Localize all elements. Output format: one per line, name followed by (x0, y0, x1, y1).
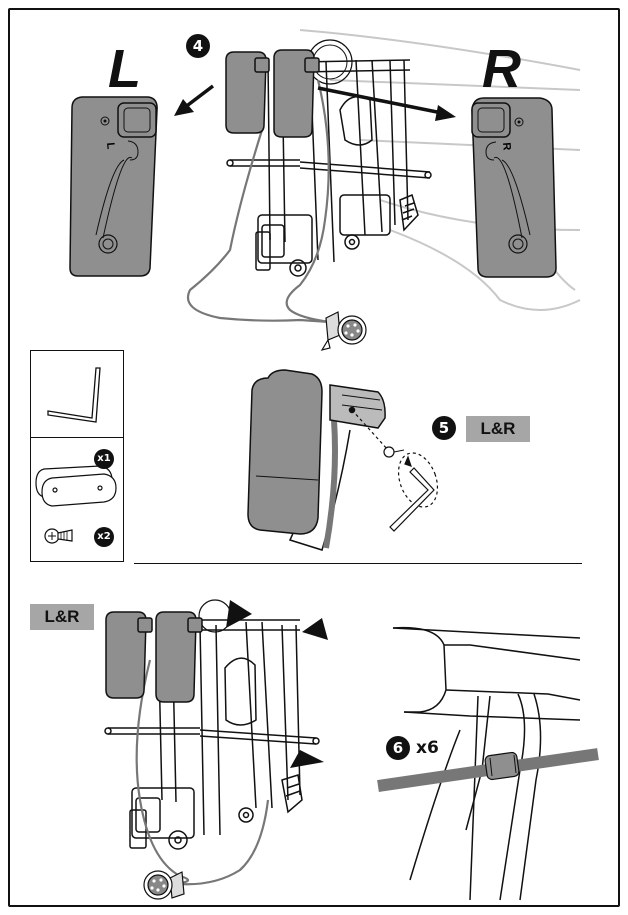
carrier-covers-bottom (105, 611, 203, 703)
right-side-cover (471, 97, 557, 278)
section-divider (134, 563, 582, 564)
cable-clip (484, 751, 520, 781)
cable-bottom-left (135, 659, 190, 886)
right-side-label: R (482, 39, 521, 99)
qty-screws: x2 (94, 527, 114, 547)
left-side-cover (69, 96, 158, 277)
right-part-mark: R (500, 142, 513, 151)
step-4-badge: 4 (186, 34, 210, 58)
qty-cover-plates: x1 (94, 449, 114, 469)
electrical-plug-bottom (143, 870, 185, 900)
cable-right (285, 79, 331, 324)
left-side-label: L (108, 39, 141, 99)
step-6-badge: 6 (386, 736, 410, 760)
parts-kit-box (30, 350, 124, 562)
cover-plates-icon (35, 465, 117, 507)
cable-left (187, 129, 331, 324)
arrow-indicators-bottom (226, 600, 328, 768)
arrow-to-right-cover (317, 86, 456, 121)
cover-closeup (247, 369, 386, 551)
kit-divider (31, 437, 123, 438)
arrow-to-left-cover (174, 84, 215, 116)
screw-icon (44, 528, 73, 544)
cable-bottom-right (179, 799, 270, 886)
left-part-mark: L (104, 142, 117, 150)
step-6-quantity: x6 (416, 738, 439, 758)
electrical-plug-top (320, 311, 367, 351)
screw-insert-detail (351, 409, 439, 532)
hex-key-icon (47, 367, 101, 423)
bottom-step-tag: L&R (30, 604, 94, 630)
carrier-covers-top (225, 49, 320, 138)
step-5-tag: L&R (466, 416, 530, 442)
step-5-badge: 5 (432, 416, 456, 440)
page-border (8, 8, 620, 907)
